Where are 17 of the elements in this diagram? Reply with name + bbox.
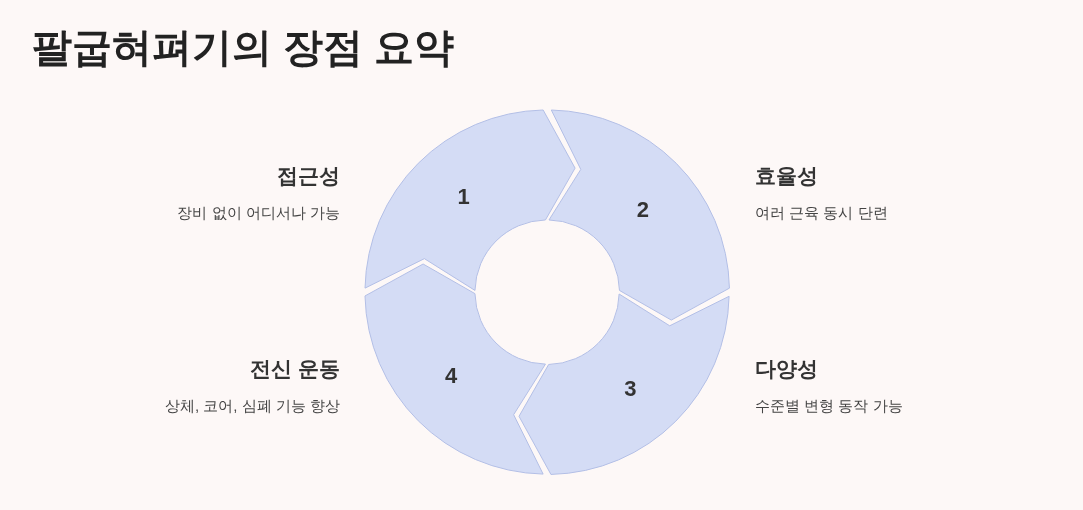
arrow-segment	[364, 109, 577, 292]
step-number: 4	[445, 361, 458, 390]
benefit-description: 상체, 코어, 심폐 기능 향상	[165, 395, 340, 416]
benefit-heading: 접근성	[277, 163, 340, 189]
arrow-segment	[517, 292, 730, 475]
benefit-description: 수준별 변형 동작 가능	[755, 395, 903, 416]
step-number: 3	[624, 374, 637, 403]
benefit-heading: 효율성	[755, 163, 818, 189]
title: 팔굽혀펴기의 장점 요약	[32, 24, 455, 71]
arrow-segment	[547, 109, 730, 322]
step-number: 2	[636, 195, 649, 224]
step-number: 1	[457, 182, 470, 211]
benefit-description: 장비 없이 어디서나 가능	[177, 202, 340, 223]
benefit-heading: 다양성	[755, 356, 818, 382]
benefit-description: 여러 근육 동시 단련	[755, 202, 888, 223]
benefit-heading: 전신 운동	[250, 356, 340, 382]
arrow-segment	[364, 262, 547, 475]
